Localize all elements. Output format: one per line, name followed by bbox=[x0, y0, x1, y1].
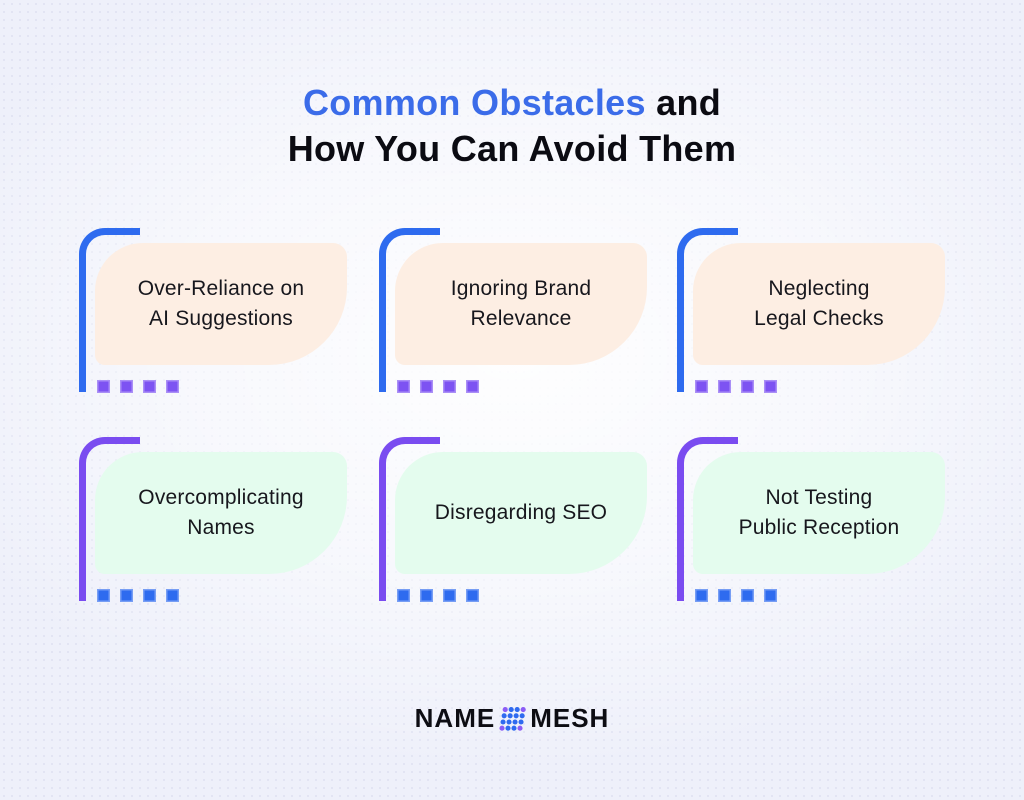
square-dot bbox=[120, 589, 133, 602]
logo-text-mesh: MESH bbox=[530, 703, 610, 733]
square-dot bbox=[97, 589, 110, 602]
square-dot bbox=[397, 380, 410, 393]
card-bubble: Neglecting Legal Checks bbox=[693, 243, 945, 365]
corner-bracket-shape bbox=[79, 437, 140, 601]
card-bubble: Overcomplicating Names bbox=[95, 452, 347, 574]
mesh-dots-icon bbox=[499, 706, 526, 731]
square-dot bbox=[741, 380, 754, 393]
obstacle-card-6: Not Testing Public Reception bbox=[677, 437, 945, 617]
corner-bracket-shape bbox=[677, 228, 738, 392]
square-dot bbox=[764, 589, 777, 602]
obstacle-card-label: Neglecting Legal Checks bbox=[754, 277, 884, 330]
square-dot bbox=[695, 589, 708, 602]
square-dot bbox=[420, 589, 433, 602]
title-highlight: Common Obstacles bbox=[302, 82, 646, 123]
card-bubble: Over-Reliance on AI Suggestions bbox=[95, 243, 347, 365]
square-dot bbox=[166, 589, 179, 602]
dotted-squares-decoration bbox=[695, 589, 777, 602]
title-line-1: Common Obstacles and bbox=[0, 80, 1024, 126]
page-title: Common Obstacles and How You Can Avoid T… bbox=[0, 0, 1024, 172]
square-dot bbox=[120, 380, 133, 393]
square-dot bbox=[718, 380, 731, 393]
title-line-2: How You Can Avoid Them bbox=[287, 128, 737, 169]
square-dot bbox=[695, 380, 708, 393]
square-dot bbox=[466, 380, 479, 393]
square-dot bbox=[764, 380, 777, 393]
corner-bracket-shape bbox=[677, 437, 738, 601]
square-dot bbox=[443, 589, 456, 602]
dotted-squares-decoration bbox=[397, 380, 479, 393]
obstacle-card-label: Ignoring Brand Relevance bbox=[450, 277, 592, 330]
card-bubble: Not Testing Public Reception bbox=[693, 452, 945, 574]
obstacle-card-5: Disregarding SEO bbox=[379, 437, 647, 617]
square-dot bbox=[143, 380, 156, 393]
dotted-squares-decoration bbox=[397, 589, 479, 602]
obstacle-card-label: Disregarding SEO bbox=[434, 501, 608, 524]
obstacle-card-label: Not Testing Public Reception bbox=[738, 486, 900, 539]
corner-bracket-shape bbox=[79, 228, 140, 392]
obstacle-card-label: Over-Reliance on AI Suggestions bbox=[137, 277, 305, 330]
square-dot bbox=[143, 589, 156, 602]
card-bubble: Disregarding SEO bbox=[395, 452, 647, 574]
square-dot bbox=[166, 380, 179, 393]
corner-bracket-shape bbox=[379, 437, 440, 601]
dotted-squares-decoration bbox=[695, 380, 777, 393]
card-bubble: Ignoring Brand Relevance bbox=[395, 243, 647, 365]
namemesh-logo: NAME MESH bbox=[0, 703, 1024, 734]
logo-text-name: NAME bbox=[414, 703, 496, 733]
square-dot bbox=[741, 589, 754, 602]
obstacle-card-4: Overcomplicating Names bbox=[79, 437, 347, 617]
square-dot bbox=[420, 380, 433, 393]
title-line-1-rest: and bbox=[645, 82, 722, 123]
square-dot bbox=[466, 589, 479, 602]
square-dot bbox=[97, 380, 110, 393]
dotted-squares-decoration bbox=[97, 380, 179, 393]
square-dot bbox=[718, 589, 731, 602]
obstacle-card-3: Neglecting Legal Checks bbox=[677, 228, 945, 408]
obstacle-card-2: Ignoring Brand Relevance bbox=[379, 228, 647, 408]
obstacle-card-label: Overcomplicating Names bbox=[138, 486, 304, 539]
dotted-squares-decoration bbox=[97, 589, 179, 602]
corner-bracket-shape bbox=[379, 228, 440, 392]
obstacle-card-1: Over-Reliance on AI Suggestions bbox=[79, 228, 347, 408]
square-dot bbox=[397, 589, 410, 602]
square-dot bbox=[443, 380, 456, 393]
